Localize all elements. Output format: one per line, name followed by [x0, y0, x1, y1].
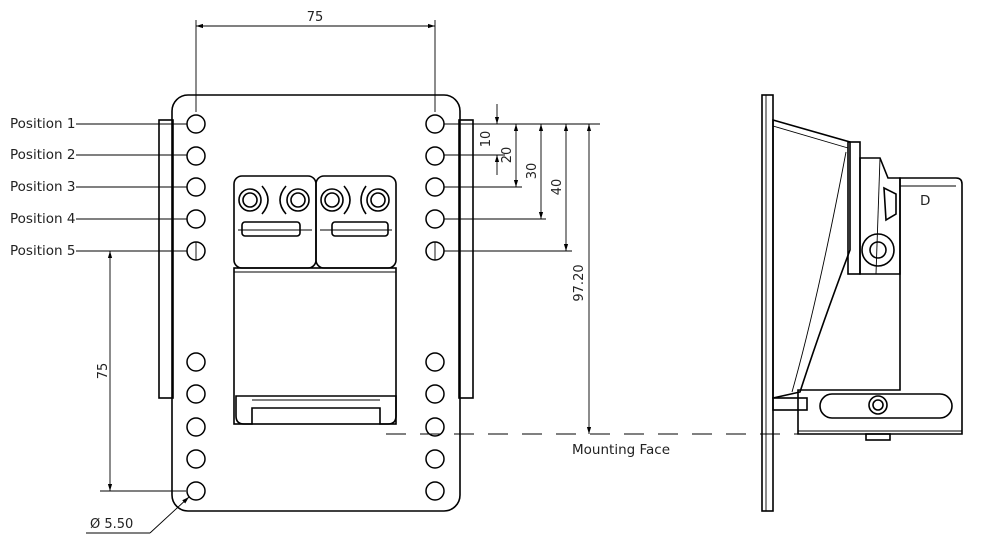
- front-dimensions: 75 75 Position 1 Position 2 Position 3 P…: [10, 10, 800, 534]
- hole: [425, 417, 445, 437]
- hole: [186, 114, 206, 134]
- mounting-plate: [171, 94, 461, 512]
- hole: [186, 352, 206, 372]
- hole-diameter-label: Ø 5.50: [90, 517, 133, 532]
- dim-40: 40: [550, 179, 565, 196]
- hole: [425, 146, 445, 166]
- left-hole-column: [186, 114, 206, 501]
- dim-97-20: 97.20: [572, 264, 587, 301]
- position-labels: Position 1 Position 2 Position 3 Positio…: [10, 116, 187, 259]
- angled-bracket: [772, 118, 851, 399]
- left-rail: [158, 119, 174, 399]
- hole: [186, 146, 206, 166]
- hole: [186, 449, 206, 469]
- right-hole-column: [425, 114, 445, 501]
- dim-10: 10: [479, 131, 494, 148]
- dim-20: 20: [500, 147, 515, 164]
- position-5-label: Position 5: [10, 243, 75, 259]
- right-rail: [458, 119, 474, 399]
- hole: [425, 114, 445, 134]
- side-marker: D: [920, 193, 930, 209]
- hole: [425, 481, 445, 501]
- hole: [425, 384, 445, 404]
- dim-30: 30: [525, 163, 540, 180]
- front-view: [158, 94, 474, 512]
- bracket-body: [233, 267, 397, 425]
- position-4-label: Position 4: [10, 211, 75, 227]
- position-2-label: Position 2: [10, 147, 75, 163]
- hole: [425, 177, 445, 197]
- hole: [186, 417, 206, 437]
- dim-75-horizontal: 75: [307, 10, 324, 25]
- side-view: D: [761, 94, 963, 512]
- hole: [186, 481, 206, 501]
- hole: [425, 449, 445, 469]
- latch: [819, 393, 953, 419]
- housing: [797, 177, 963, 435]
- position-1-label: Position 1: [10, 116, 75, 132]
- hole: [186, 209, 206, 229]
- dim-75-vertical: 75: [96, 363, 111, 380]
- side-plate: [761, 94, 774, 512]
- hole: [186, 177, 206, 197]
- mounting-face-label: Mounting Face: [572, 442, 670, 458]
- hole: [186, 384, 206, 404]
- hole: [425, 209, 445, 229]
- center-bracket: [233, 175, 397, 425]
- position-3-label: Position 3: [10, 179, 75, 195]
- hole: [425, 352, 445, 372]
